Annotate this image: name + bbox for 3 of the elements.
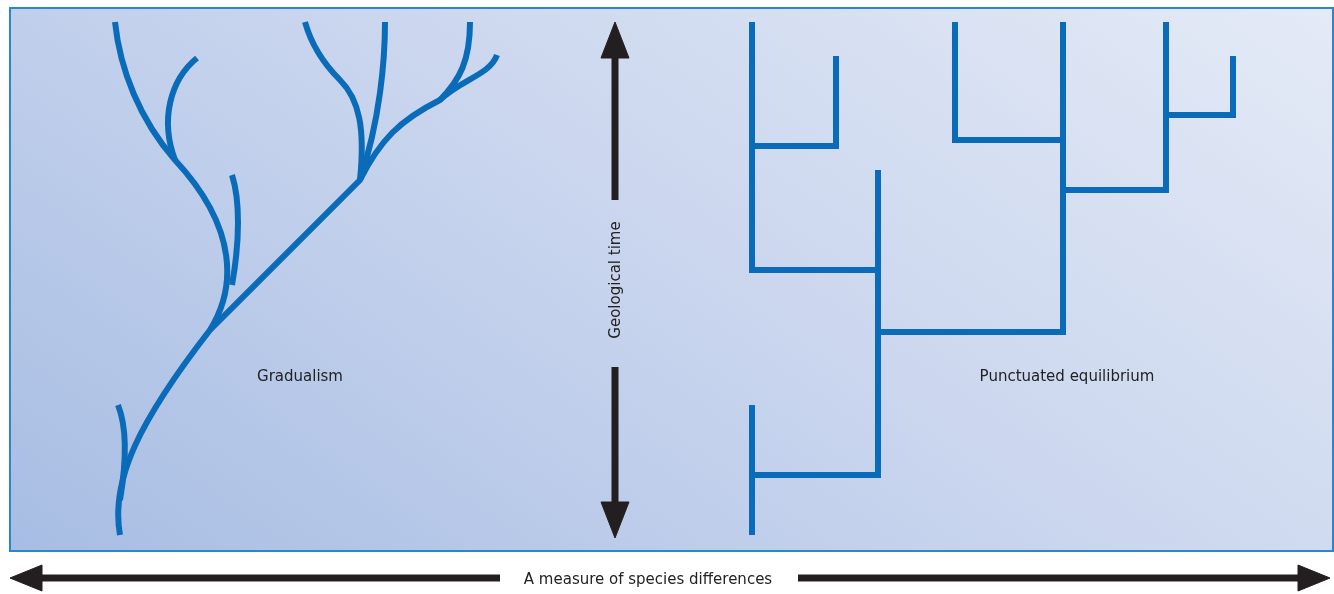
- axis-label: Geological time: [606, 220, 624, 341]
- axis-label: Punctuated equilibrium: [978, 367, 1156, 385]
- axis-label: Gradualism: [256, 367, 344, 385]
